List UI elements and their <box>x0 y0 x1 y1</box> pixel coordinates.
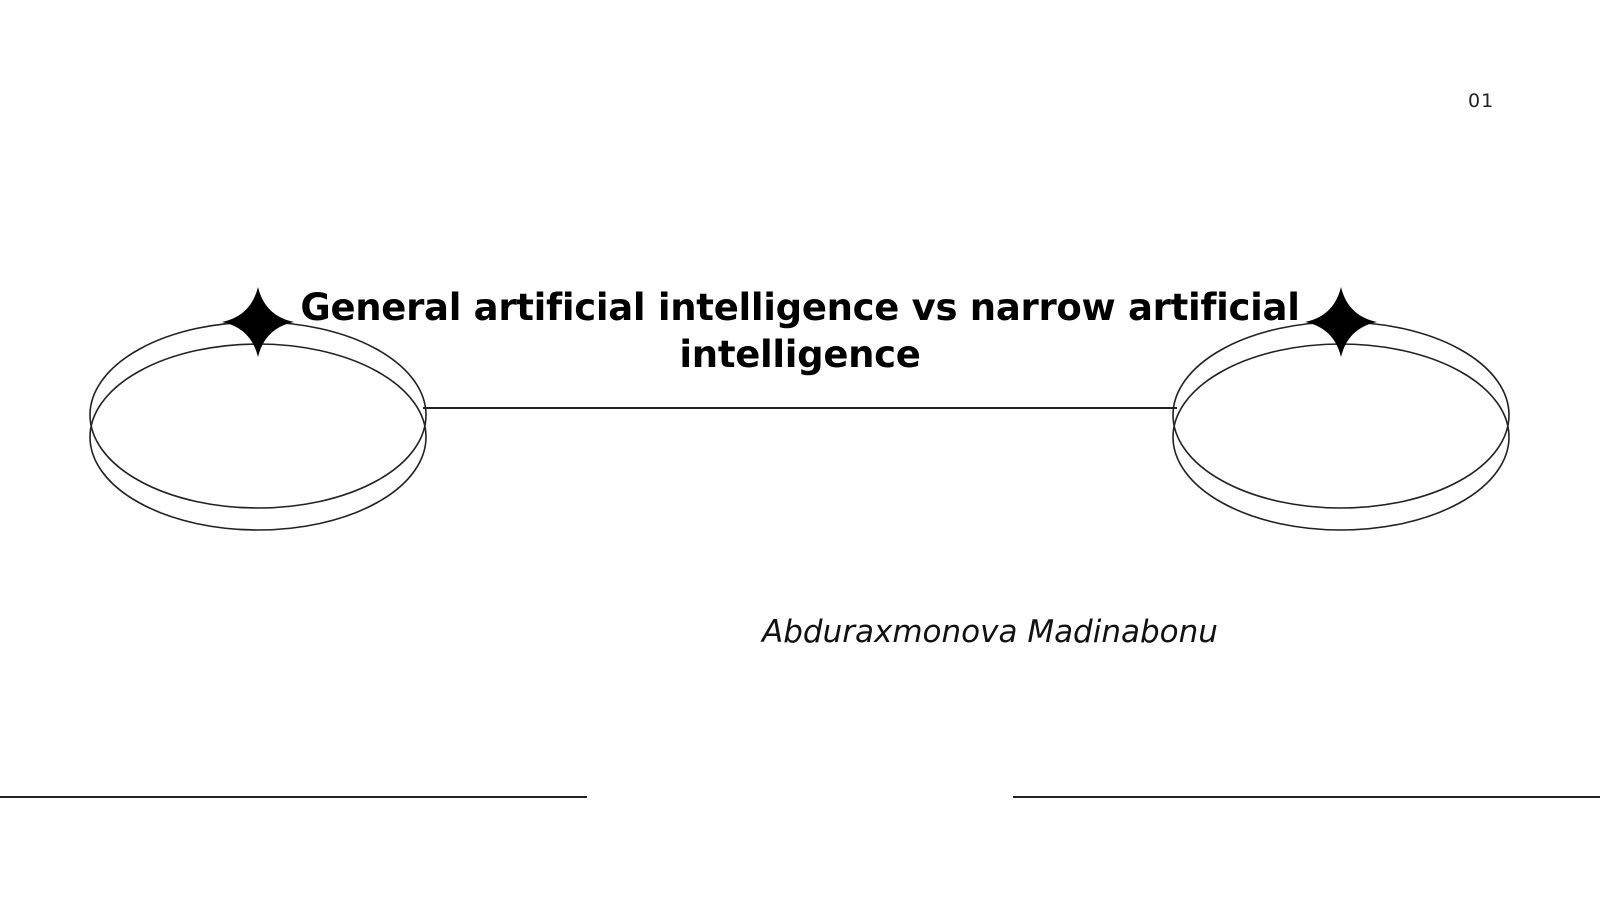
page-number: 01 <box>1468 90 1495 112</box>
left-star-icon <box>222 287 294 357</box>
slide-title: General artificial intelligence vs narro… <box>300 286 1300 376</box>
author-name: Abduraxmonova Madinabonu <box>762 614 1218 650</box>
right-star-icon <box>1305 287 1377 357</box>
